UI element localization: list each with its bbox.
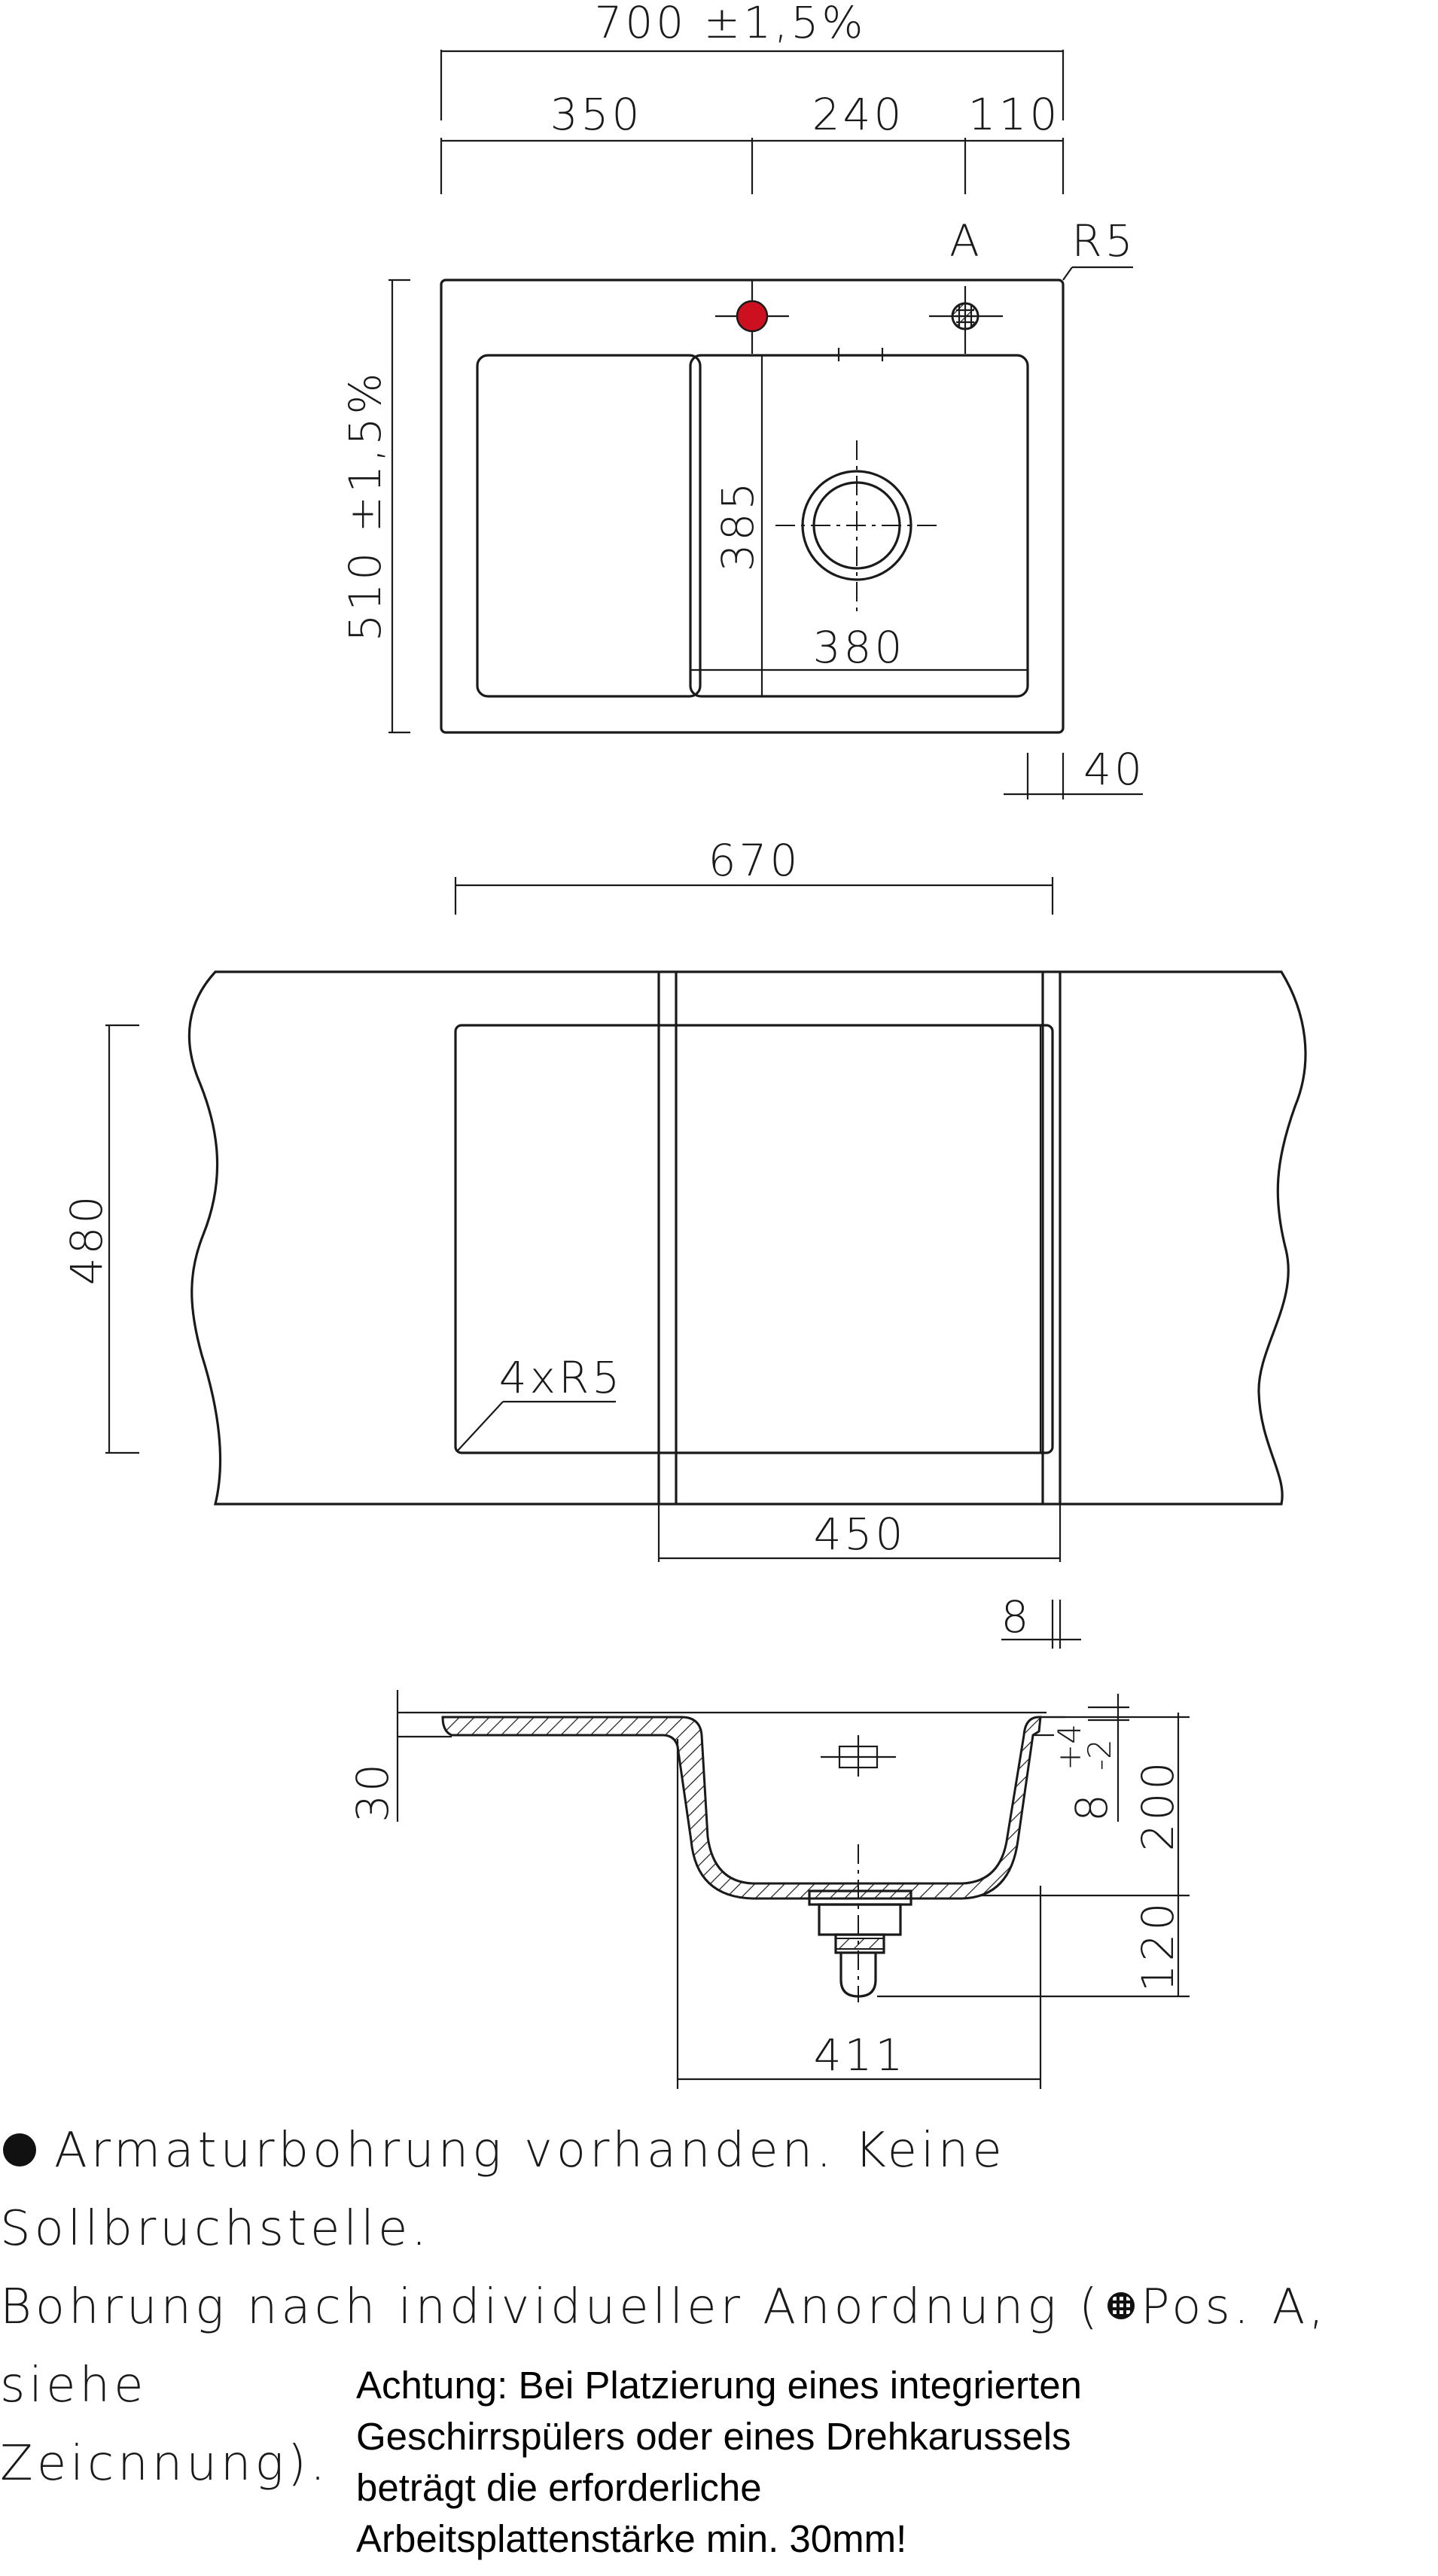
corner-radii-label: 4xR5 <box>499 1352 623 1403</box>
rim-tolerance-base: 8 <box>1066 1791 1117 1822</box>
warning-line-3: beträgt die erforderliche <box>356 2466 762 2509</box>
cutout-depth-label: 480 <box>61 1193 112 1286</box>
dim-mid-label: 240 <box>812 89 905 140</box>
bowl-depth-label: 385 <box>712 480 763 572</box>
cutout-view: 670 480 4xR5 450 8 <box>61 835 1307 1649</box>
warning-line-2: Geschirrspülers oder eines Drehkarussels <box>356 2415 1071 2458</box>
corner-radius-label: R5 <box>1071 215 1135 266</box>
bowl-height-label: 200 <box>1132 1759 1184 1852</box>
hatched-dot-icon <box>1107 2291 1135 2319</box>
rim-tolerance-upper: +4 <box>1051 1724 1088 1771</box>
deck-thickness-label: 30 <box>347 1761 398 1822</box>
note-text-2a: Bohrung nach individueller Anordnung ( <box>0 2279 1101 2335</box>
dim-right-label: 110 <box>968 89 1061 140</box>
edge-offset-label: 40 <box>1083 744 1145 795</box>
cutout-width-label: 670 <box>708 835 801 886</box>
cabinet-width-label: 450 <box>814 1509 906 1560</box>
note-line-3: Zeicnnung). <box>0 2425 1438 2503</box>
section-view: 200 120 8 +4 -2 30 411 <box>347 1690 1190 2089</box>
note-line-1: Armaturbohrung vorhanden. Keine Sollbruc… <box>0 2112 1438 2268</box>
warning-line-1: Achtung: Bei Platzierung eines integrier… <box>356 2364 1082 2407</box>
note-text-3: Zeicnnung). <box>0 2436 330 2492</box>
top-view: 700 ±1,5% 350 240 110 A R5 <box>340 0 1145 799</box>
note-text-2b: Pos. A, siehe <box>0 2279 1328 2413</box>
dim-left-label: 350 <box>550 89 643 140</box>
position-a-label: A <box>949 215 983 266</box>
note-text-1: Armaturbohrung vorhanden. Keine Sollbruc… <box>0 2123 1006 2257</box>
note-line-2: Bohrung nach individueller Anordnung (Po… <box>0 2268 1438 2425</box>
rim-tolerance-lower: -2 <box>1081 1739 1118 1771</box>
tap-hole-icon <box>736 300 769 333</box>
bowl-width-label: 380 <box>813 622 906 673</box>
drain-height-label: 120 <box>1132 1900 1184 1993</box>
bowl-inner-width-label: 411 <box>814 2029 906 2081</box>
overall-width-label: 700 ±1,5% <box>594 0 866 48</box>
notes-block: Armaturbohrung vorhanden. Keine Sollbruc… <box>0 2112 1438 2503</box>
overall-depth-label: 510 ±1,5% <box>340 370 391 641</box>
warning-line-4: Arbeitsplattenstärke min. 30mm! <box>356 2517 907 2560</box>
filled-dot-icon <box>3 2133 36 2166</box>
technical-drawing: 700 ±1,5% 350 240 110 A R5 <box>61 0 1307 2089</box>
wall-thickness-label: 8 <box>1001 1591 1032 1643</box>
warning-block: Achtung: Bei Platzierung eines integrier… <box>356 2360 1335 2565</box>
